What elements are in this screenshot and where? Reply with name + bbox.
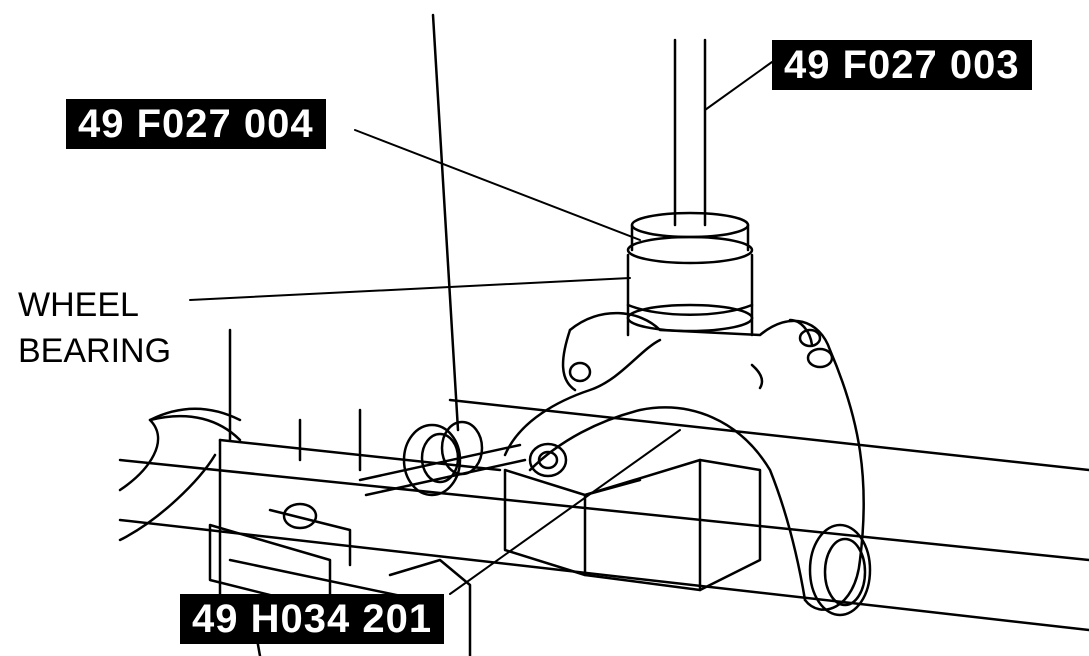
- tool-label-49-f027-004: 49 F027 004: [66, 99, 326, 149]
- tool-label-49-f027-003: 49 F027 003: [772, 40, 1032, 90]
- wheel-bearing-label: WHEEL BEARING: [18, 282, 171, 374]
- wheel-bearing-label-line2: BEARING: [18, 332, 172, 370]
- leader-lines: [190, 62, 772, 594]
- shaft-and-washer: [360, 422, 525, 495]
- hand-drawing: [120, 409, 240, 540]
- wheel-bearing-label-line1: WHEEL: [18, 286, 139, 324]
- press-bed: [120, 330, 1089, 630]
- press-rod: [675, 40, 705, 225]
- tool-label-49-h034-201: 49 H034 201: [180, 594, 445, 644]
- support-block: [505, 460, 760, 590]
- bearing-stack: [628, 213, 752, 335]
- thin-rod: [433, 15, 458, 430]
- steering-knuckle: [505, 313, 870, 615]
